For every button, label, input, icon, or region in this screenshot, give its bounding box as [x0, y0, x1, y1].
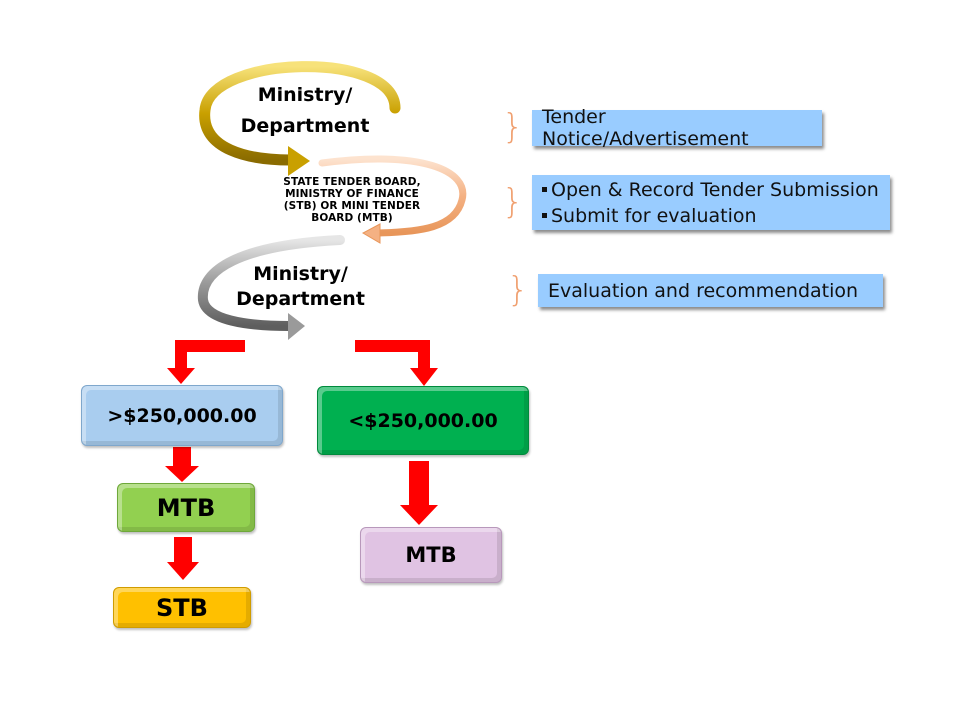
- box-label: MTB: [156, 493, 216, 522]
- connector-arrow-left: [167, 340, 245, 384]
- note-bullet: Open & Record Tender Submission: [542, 177, 880, 203]
- box-label: STB: [156, 593, 208, 622]
- note-tender-notice: Tender Notice/Advertisement: [532, 106, 822, 150]
- step-ministry-2-label: Ministry/ Department: [218, 262, 383, 312]
- brace-icon: }: [502, 182, 524, 222]
- note-bullet-text: Open & Record Tender Submission: [551, 178, 879, 201]
- step-label-line: BOARD (MTB): [311, 212, 393, 224]
- step-label-line: Ministry/: [257, 84, 353, 106]
- brace-icon: }: [502, 107, 524, 147]
- curved-arrow-ministry-2: [197, 235, 345, 340]
- step-label-line: (STB) OR MINI TENDER: [283, 200, 421, 212]
- brace-icon: }: [507, 270, 529, 310]
- box-right-mtb: MTB: [360, 527, 502, 583]
- note-evaluation: Evaluation and recommendation: [538, 274, 883, 307]
- bullet-square-icon: [542, 213, 547, 218]
- box-label: <$250,000.00: [348, 409, 498, 432]
- note-open-record: Open & Record Tender Submission Submit f…: [532, 175, 890, 230]
- step-label-line: Department: [240, 115, 370, 137]
- step-tender-board-label: STATE TENDER BOARD, MINISTRY OF FINANCE …: [268, 176, 436, 224]
- curved-arrow-ministry-1: [199, 61, 401, 176]
- box-left-stb: STB: [113, 587, 251, 628]
- connector-arrow-right: [355, 340, 438, 386]
- down-arrow-left-1: [165, 447, 199, 482]
- note-bullet: Submit for evaluation: [542, 203, 880, 229]
- step-label-line: MINISTRY OF FINANCE: [285, 188, 419, 200]
- box-left-mtb: MTB: [117, 483, 255, 532]
- note-bullet-text: Submit for evaluation: [551, 204, 757, 227]
- box-label: MTB: [405, 543, 457, 567]
- curved-arrow-tender-board: [318, 155, 467, 244]
- step-label-line: STATE TENDER BOARD,: [283, 176, 421, 188]
- box-threshold-below: <$250,000.00: [317, 386, 529, 455]
- bullet-square-icon: [542, 187, 547, 192]
- step-label-line: Department: [236, 288, 365, 310]
- down-arrow-right: [400, 461, 438, 525]
- note-text: Tender Notice/Advertisement: [542, 106, 749, 150]
- down-arrow-left-2: [167, 537, 199, 580]
- step-label-line: Ministry/: [253, 263, 348, 285]
- box-label: >$250,000.00: [107, 404, 257, 427]
- step-ministry-1-label: Ministry/ Department: [225, 80, 385, 142]
- note-text: Evaluation and recommendation: [548, 279, 859, 302]
- box-threshold-above: >$250,000.00: [81, 385, 283, 446]
